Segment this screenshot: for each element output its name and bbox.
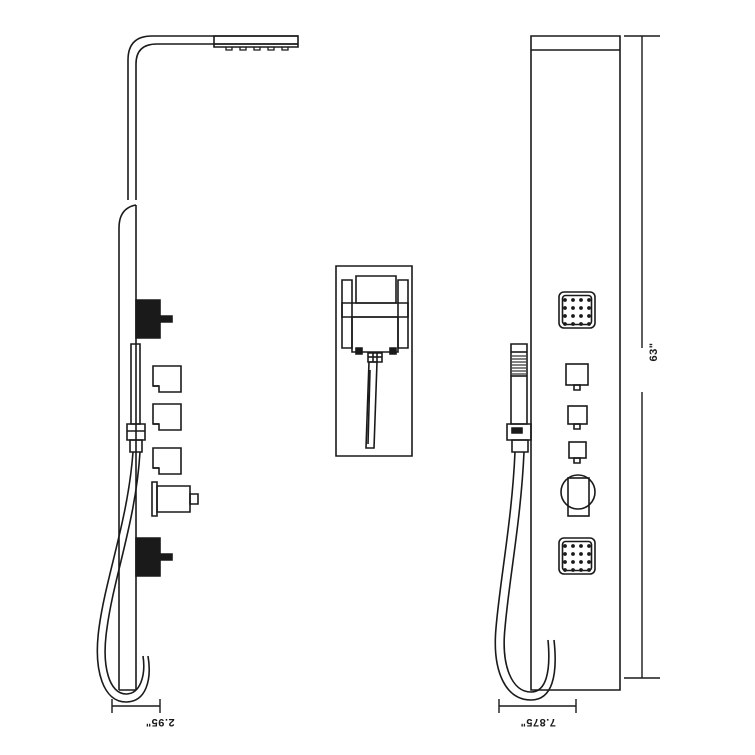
control-lever-knob-side — [151, 481, 199, 517]
massage-jet-panel-bottom — [558, 537, 596, 575]
body-jet-front-2 — [567, 405, 588, 430]
rear-bracket-detail-outline — [335, 265, 413, 457]
wall-mounting-bracket-detail — [341, 275, 409, 355]
dimension-line-side-width — [111, 699, 161, 713]
dimension-line-front-width — [498, 699, 577, 713]
rain-shower-head-nozzles — [225, 47, 289, 51]
hand-shower-holder-side — [126, 423, 146, 453]
body-jet-side-1 — [152, 365, 182, 393]
dimension-line-front-height — [624, 35, 660, 679]
rain-shower-head — [213, 35, 299, 48]
wall-mounting-bracket-upper-side — [135, 299, 173, 339]
hand-shower-wand-grip-texture — [512, 355, 526, 375]
massage-jet-panel-bottom-dots — [563, 544, 591, 572]
body-jet-front-3 — [568, 441, 587, 464]
flexible-hose-side — [96, 451, 150, 703]
massage-jet-panel-top-dots — [563, 298, 591, 326]
control-lever-knob-front — [560, 474, 596, 517]
shower-panel-body-side — [118, 204, 137, 691]
dimension-label-overall-width: 7.875" — [520, 716, 556, 728]
flexible-hose-detail — [365, 352, 383, 449]
body-jet-front-1 — [565, 363, 589, 391]
curved-shower-arm — [127, 35, 298, 200]
massage-jet-panel-top — [558, 291, 596, 329]
shower-panel-body-front — [530, 35, 621, 691]
wall-mounting-bracket-lower-side — [135, 537, 173, 577]
dimension-label-overall-height: 63" — [648, 342, 660, 362]
body-jet-side-3 — [152, 447, 182, 475]
flexible-hose-front — [494, 451, 556, 701]
hand-shower-holder-front — [506, 423, 532, 453]
body-jet-side-2 — [152, 403, 182, 431]
dimension-label-overall-depth: 2.95" — [145, 716, 175, 728]
